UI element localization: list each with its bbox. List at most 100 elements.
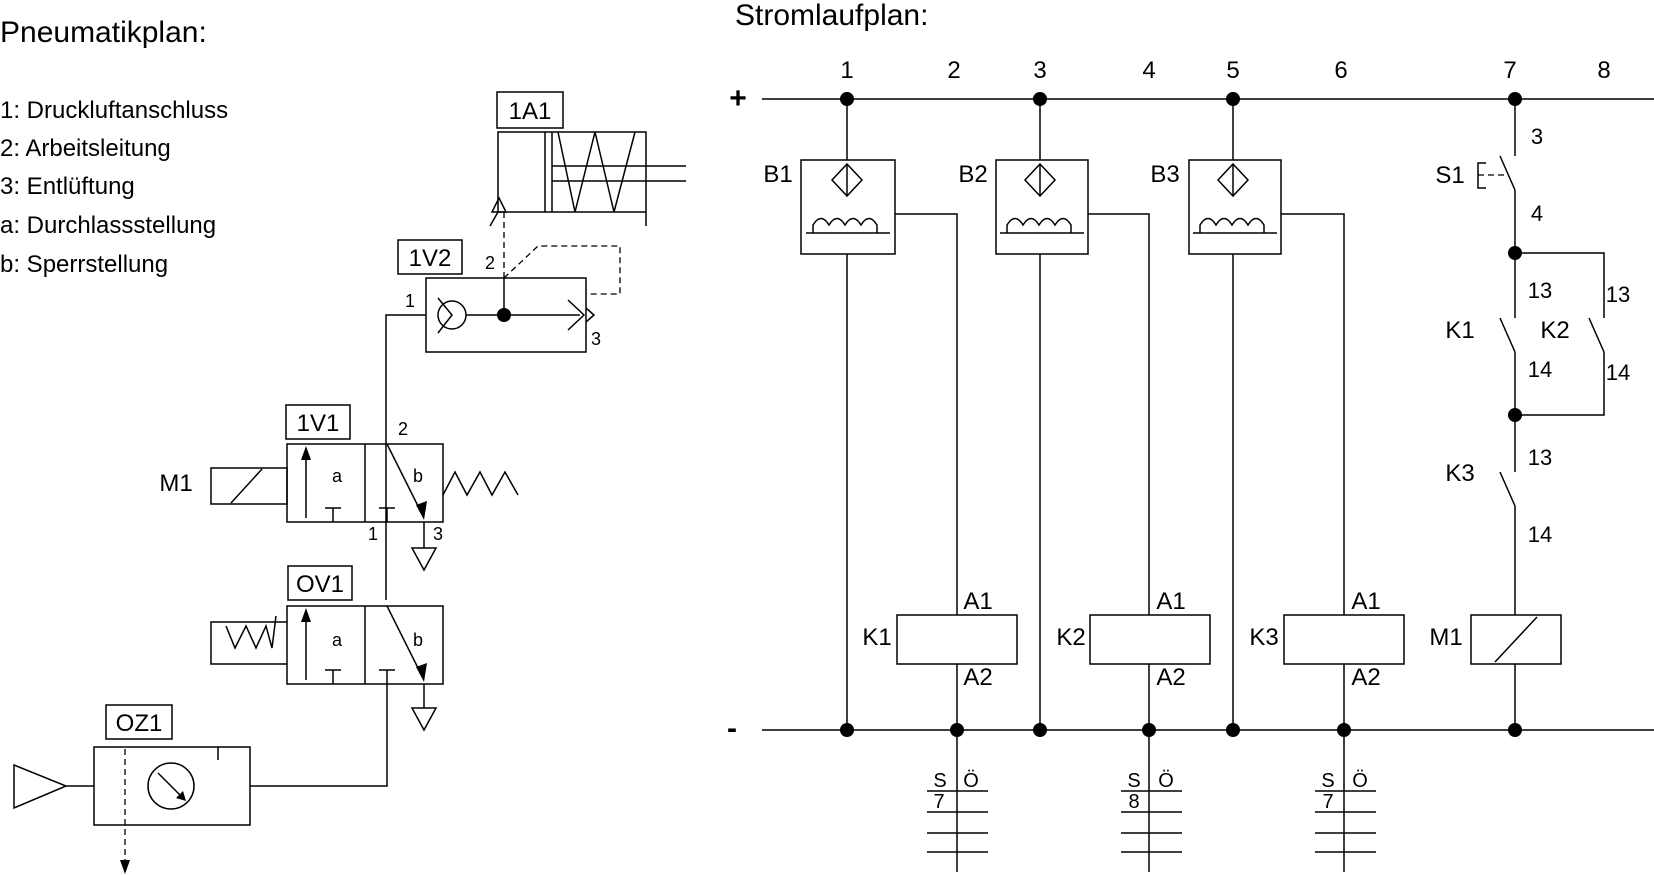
contact-table-k1: S Ö 7	[927, 730, 988, 872]
spring-icon	[557, 131, 636, 213]
control-path: 3 S1 4 13 13 K1 K2 14 14 13 K3 14 M1	[1429, 99, 1630, 730]
contact-number: 14	[1528, 522, 1552, 547]
valve-label: 1V1	[297, 410, 340, 437]
contact-number: 13	[1528, 278, 1552, 303]
legend-item: b: Sperrstellung	[0, 251, 168, 278]
relay-coil-k2	[1089, 614, 1211, 665]
position-b-label: b	[413, 630, 423, 650]
proximity-sensor-icon	[800, 159, 896, 255]
air-source-icon	[13, 763, 68, 810]
a1-label: A1	[963, 588, 992, 615]
circuit-title: Stromlaufplan:	[735, 0, 928, 32]
table-s: S	[1127, 770, 1140, 792]
unit-body	[93, 746, 251, 826]
relay-label: K2	[1056, 624, 1085, 651]
unit-label: OZ1	[116, 710, 163, 737]
valve-label: 1V2	[409, 245, 452, 272]
a2-label: A2	[1351, 664, 1380, 691]
column-number: 2	[947, 57, 960, 84]
proximity-sensor-icon	[995, 159, 1089, 255]
switch-s1	[1499, 155, 1516, 191]
label-box	[496, 91, 564, 129]
contact-label: K3	[1445, 460, 1474, 487]
pneumatic-title: Pneumatikplan:	[0, 16, 207, 49]
legend-item: 2: Arbeitsleitung	[0, 135, 171, 162]
contact-number: 14	[1606, 360, 1630, 385]
relay-label: K3	[1249, 624, 1278, 651]
port-label: 1	[405, 291, 415, 311]
relay-coil-k3	[1283, 614, 1405, 665]
air-line	[385, 314, 426, 600]
pilot-line	[503, 245, 621, 295]
legend-item: a: Durchlassstellung	[0, 212, 216, 239]
column-numbers: 1 2 3 4 5 6 7 8	[840, 57, 1610, 84]
column-number: 7	[1503, 57, 1516, 84]
column-number: 3	[1033, 57, 1046, 84]
table-s: S	[1321, 770, 1334, 792]
a2-label: A2	[1156, 664, 1185, 691]
legend-item: 1: Druckluftanschluss	[0, 97, 228, 124]
cylinder-label: 1A1	[509, 98, 552, 125]
pneumatic-legend: 1: Druckluftanschluss 2: Arbeitsleitung …	[0, 97, 228, 278]
contact-number: 13	[1528, 445, 1552, 470]
contact-number: 4	[1531, 201, 1543, 226]
proximity-sensor-icon	[1188, 159, 1282, 255]
table-value: 7	[1322, 791, 1333, 813]
valve-ov1: OV1 a b	[210, 565, 444, 787]
contact-k1	[1499, 317, 1516, 353]
switch-label: S1	[1435, 162, 1464, 189]
table-o: Ö	[963, 770, 979, 792]
contact-label: K2	[1540, 317, 1569, 344]
manual-actuator-icon	[210, 621, 287, 665]
contact-number: 13	[1606, 282, 1630, 307]
label-box	[285, 404, 351, 440]
column-number: 4	[1142, 57, 1155, 84]
port-label: 1	[368, 524, 378, 544]
relay-coil-k1	[896, 614, 1018, 665]
exhaust-icon	[410, 547, 438, 572]
position-b-label: b	[413, 466, 423, 486]
sensor-label: B2	[958, 161, 987, 188]
solenoid-icon	[210, 467, 288, 505]
circuit-plan: Stromlaufplan: 1 2 3 4 5 6 7 8 + - B1	[727, 0, 1654, 872]
contact-label: K1	[1445, 317, 1474, 344]
label-box	[105, 704, 173, 740]
port-label: 2	[398, 419, 408, 439]
junction-dots	[840, 92, 1522, 737]
sensor-label: B3	[1150, 161, 1179, 188]
valve-label: OV1	[296, 571, 344, 598]
contact-number: 14	[1528, 357, 1552, 382]
position-a-label: a	[332, 630, 343, 650]
contact-k2	[1588, 317, 1605, 353]
spring-icon	[442, 470, 519, 497]
exhaust-icon	[410, 707, 438, 732]
contact-table-k2: S Ö 8	[1121, 730, 1182, 872]
sensor-label: B1	[763, 161, 792, 188]
table-s: S	[933, 770, 946, 792]
valve-1v1: 1V1 2 M1 a b 1 3	[159, 404, 519, 572]
a1-label: A1	[1351, 588, 1380, 615]
port-label: 2	[485, 253, 495, 273]
column-number: 6	[1334, 57, 1347, 84]
label-box	[287, 565, 353, 601]
relay-label: K1	[862, 624, 891, 651]
cylinder-1a1: 1A1	[489, 91, 686, 227]
column-number: 8	[1597, 57, 1610, 84]
valve-coil-m1	[1470, 614, 1562, 665]
column-number: 5	[1226, 57, 1239, 84]
column-number: 1	[840, 57, 853, 84]
contact-number: 3	[1531, 124, 1543, 149]
a2-label: A2	[963, 664, 992, 691]
sensor-circuit-b1: B1 A1 K1 A2	[763, 99, 1018, 730]
port-label: 3	[591, 329, 601, 349]
table-o: Ö	[1158, 770, 1174, 792]
position-a-label: a	[332, 466, 343, 486]
port-label: 3	[433, 524, 443, 544]
table-value: 8	[1128, 791, 1139, 813]
plus-rail-label: +	[729, 82, 747, 115]
motor-label: M1	[1429, 624, 1462, 651]
cylinder-body	[497, 131, 647, 213]
a1-label: A1	[1156, 588, 1185, 615]
service-unit-oz1: OZ1	[13, 704, 251, 874]
